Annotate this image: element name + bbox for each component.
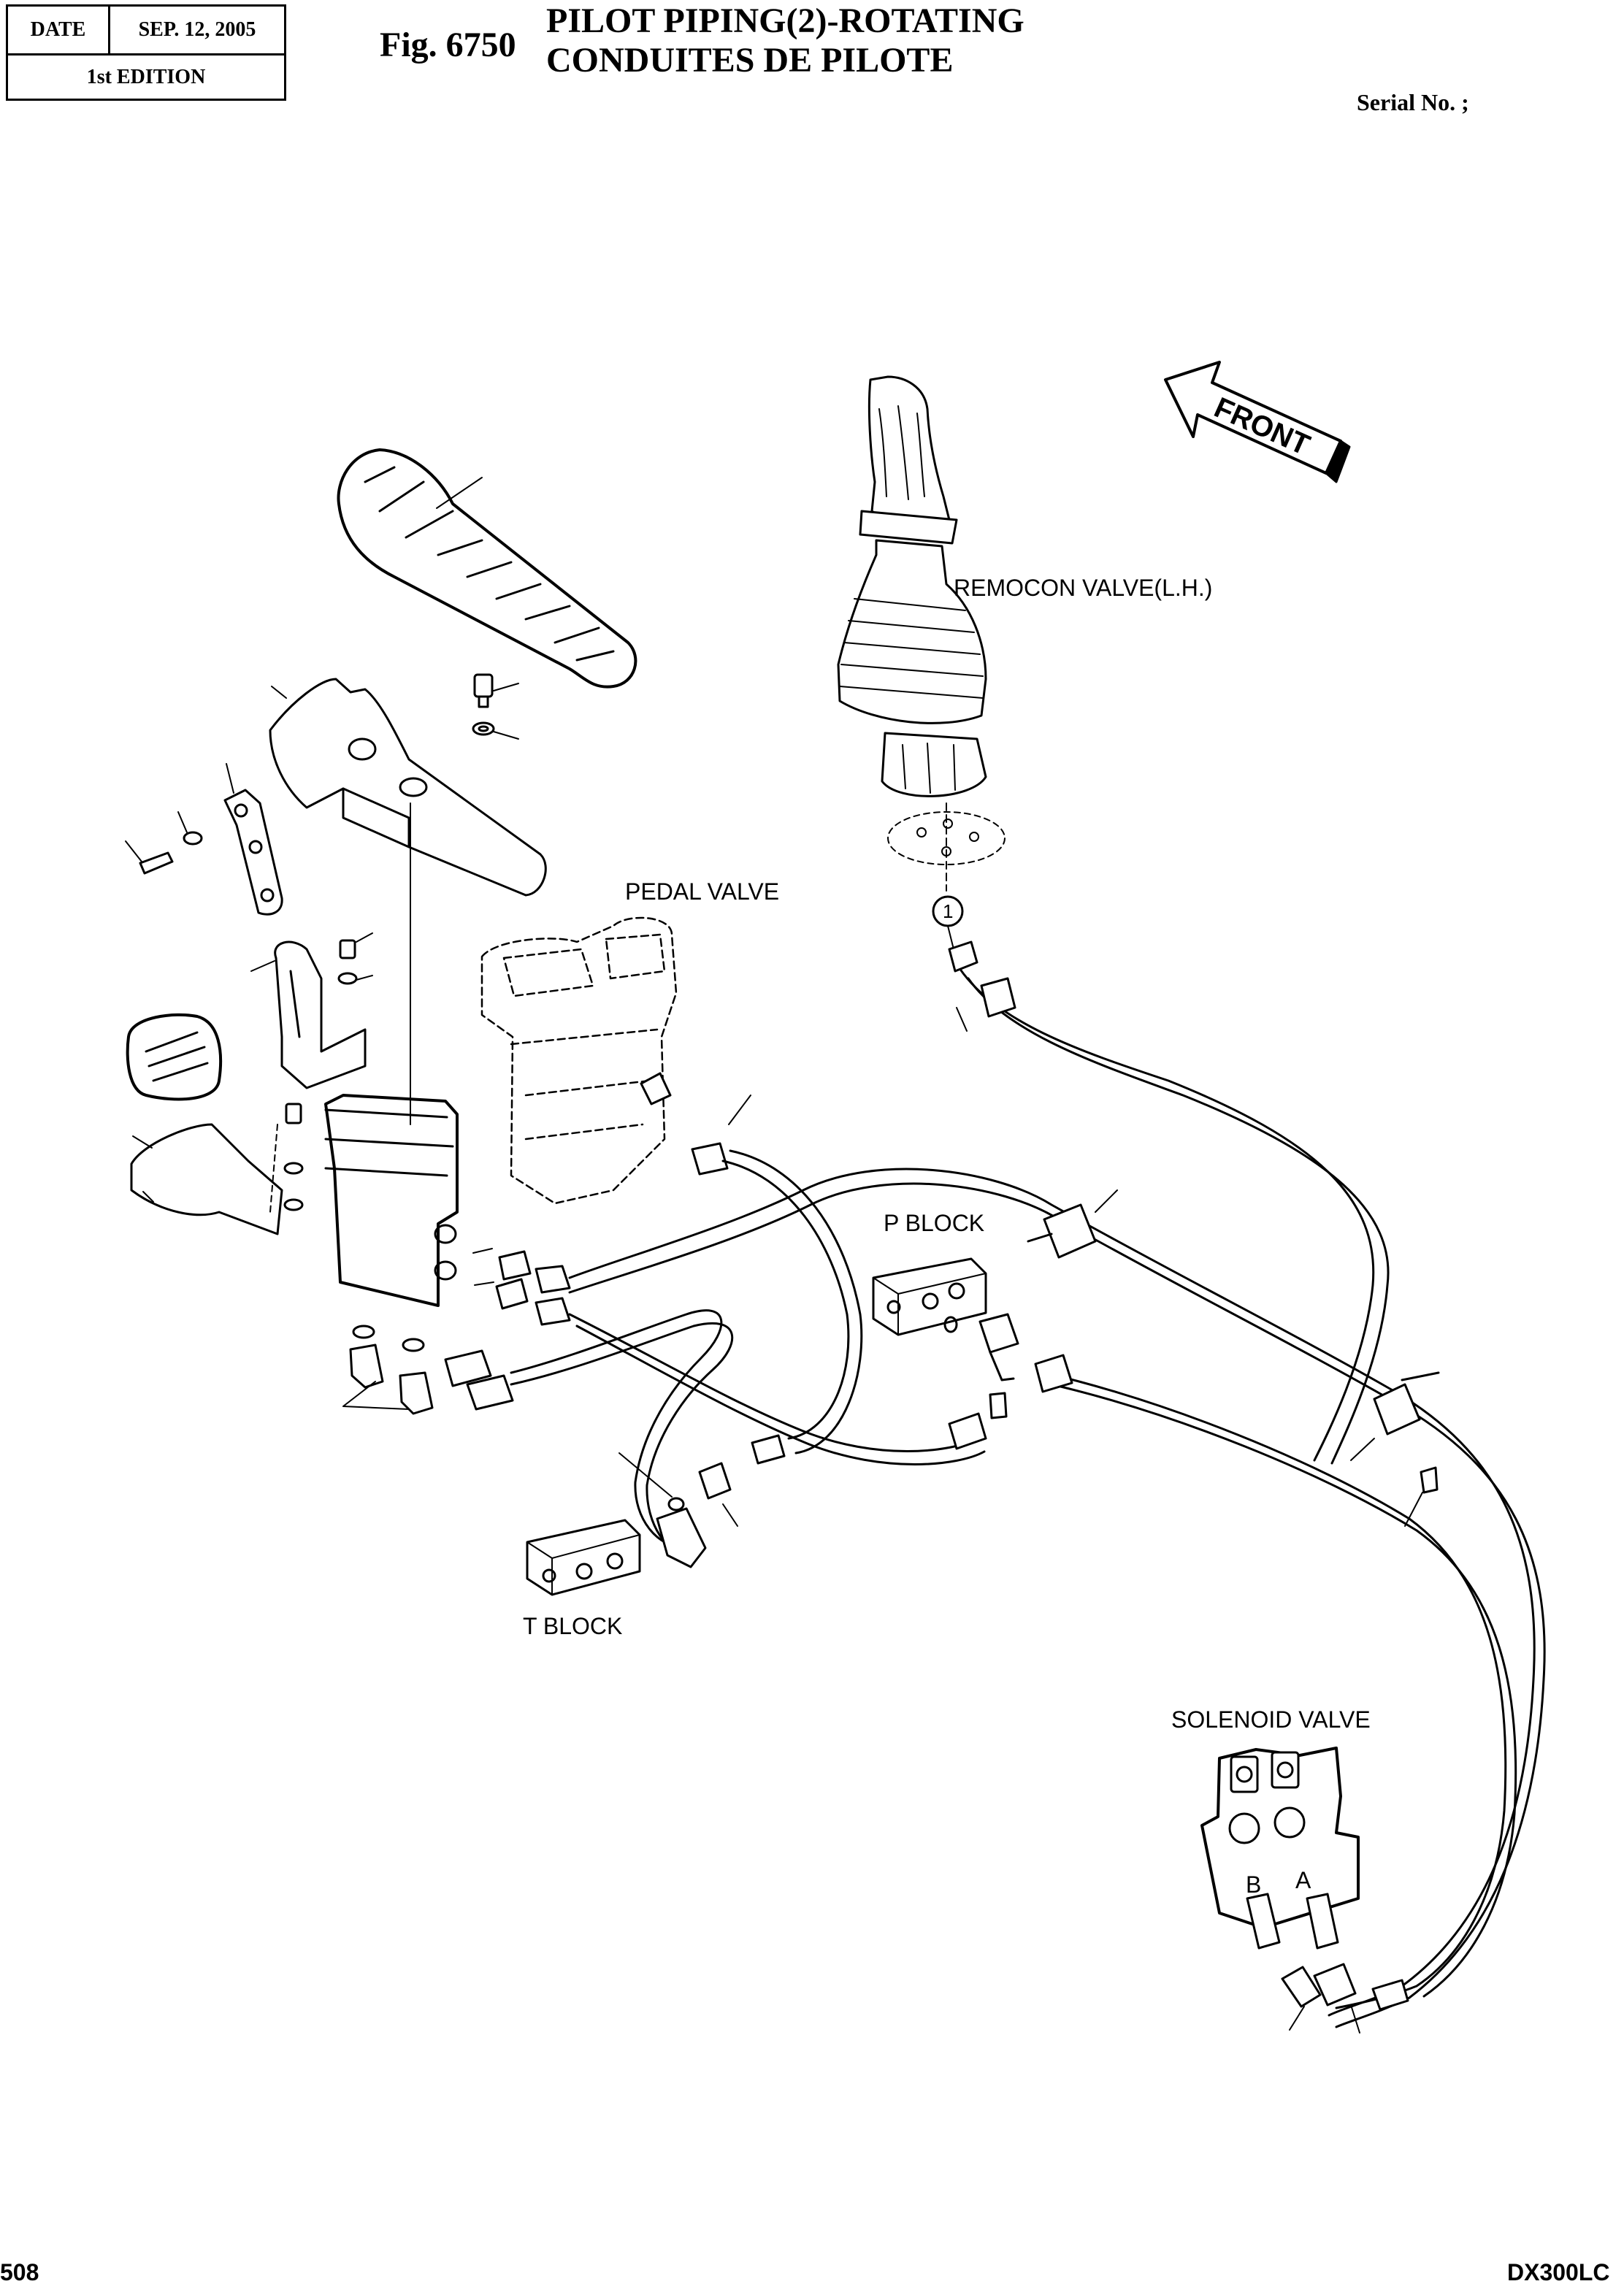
figure-number: Fig. 6750 [380, 26, 516, 64]
pedal-valve [480, 916, 678, 1205]
hose-end-fittings [728, 940, 1073, 1465]
figure-title-line2: CONDUITES DE PILOTE [546, 41, 954, 80]
p-block-label: P BLOCK [884, 1210, 984, 1236]
bolt-washer-top [472, 673, 519, 740]
foot-rest-bracket [250, 932, 373, 1089]
pedal-valve-fittings [342, 1072, 729, 1415]
remocon-valve-label: REMOCON VALVE(L.H.) [954, 575, 1212, 601]
pedal-plate [130, 1103, 304, 1235]
p-block [872, 1257, 1019, 1381]
front-arrow: FRONT [1164, 361, 1351, 483]
date-value: SEP. 12, 2005 [138, 18, 256, 41]
small-pedal-pad [126, 1013, 223, 1101]
item-1-label: 1 [943, 900, 953, 922]
date-row: DATE SEP. 12, 2005 [8, 7, 284, 55]
pedal-link-arm [125, 763, 283, 916]
pedal-valve-label: PEDAL VALVE [625, 878, 779, 905]
front-arrow-label: FRONT [1209, 391, 1314, 461]
hose-clamps [1027, 1189, 1440, 1527]
t-block-label: T BLOCK [523, 1613, 622, 1639]
solenoid-valve-label: SOLENOID VALVE [1171, 1706, 1371, 1733]
travel-pedal [337, 448, 637, 689]
edition-header-box: DATE SEP. 12, 2005 1st EDITION [6, 4, 286, 101]
figure-title: PILOT PIPING(2)-ROTATING CONDUITES DE PI… [546, 1, 1024, 80]
page-number: 508 [0, 2259, 39, 2285]
date-label: DATE [8, 7, 110, 53]
figure-title-line1: PILOT PIPING(2)-ROTATING [546, 1, 1024, 40]
small-pedal-valve-body [324, 802, 459, 1307]
edition-row: 1st EDITION [8, 55, 284, 99]
remocon-valve-lh [837, 375, 1006, 892]
port-a-label: A [1295, 1867, 1311, 1893]
t-block [526, 1452, 738, 1596]
model-code: DX300LC [1507, 2259, 1610, 2285]
pedal-bracket [269, 678, 547, 897]
port-b-label: B [1246, 1871, 1261, 1898]
pilot-hoses [510, 962, 1546, 2028]
edition-label: 1st EDITION [86, 65, 206, 88]
solenoid-valve [1200, 1747, 1409, 2034]
serial-number-label: Serial No. ; [1357, 89, 1469, 115]
